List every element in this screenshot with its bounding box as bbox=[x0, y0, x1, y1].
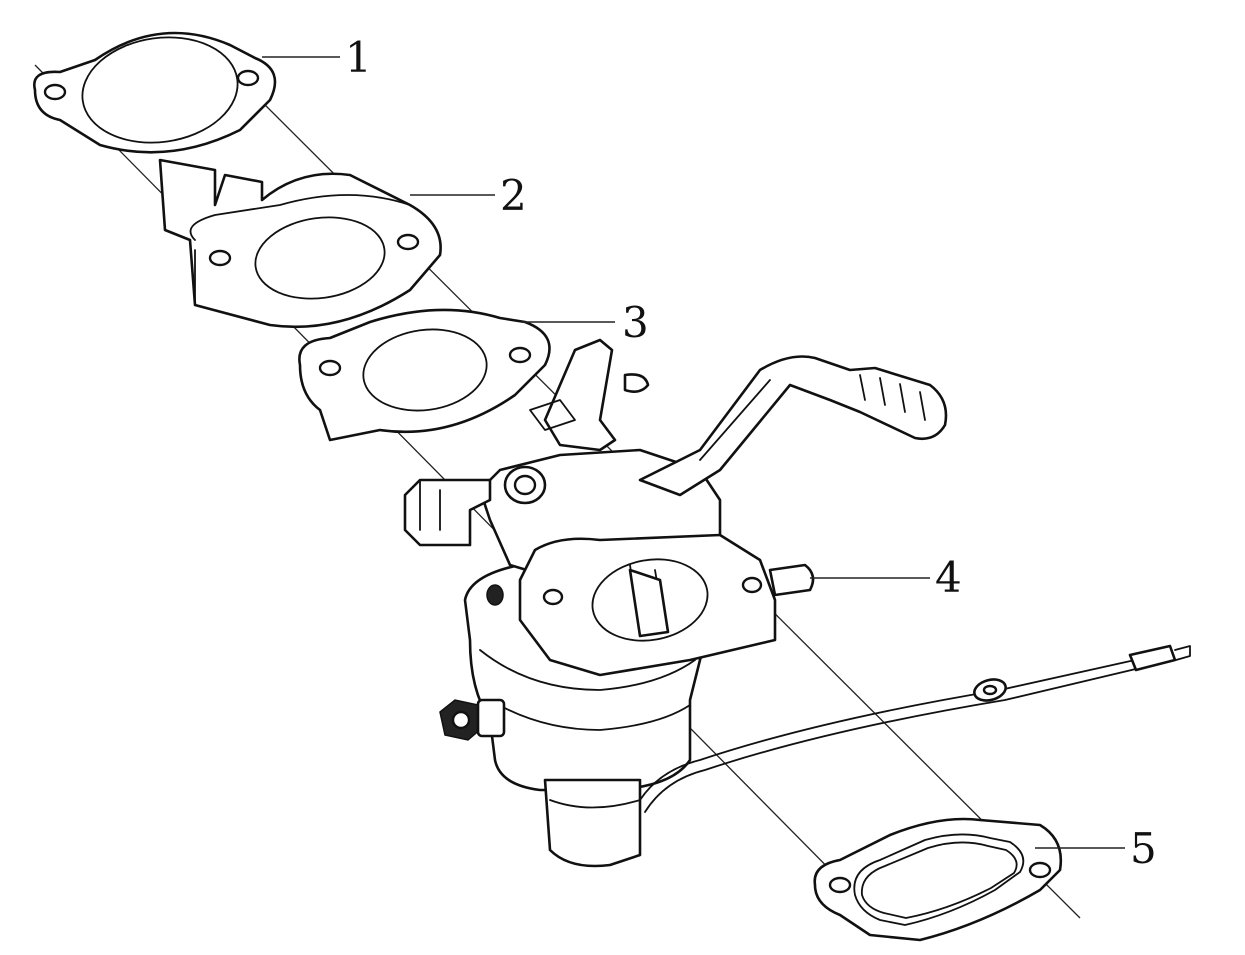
part-1-gasket bbox=[33, 31, 277, 154]
callout-1: 1 bbox=[345, 33, 372, 82]
callout-5: 5 bbox=[1130, 824, 1157, 873]
part-2-spacer bbox=[158, 158, 442, 329]
callout-3: 3 bbox=[622, 298, 649, 347]
leader-lines bbox=[262, 56, 1125, 849]
part-3-gasket bbox=[298, 308, 551, 442]
callout-labels: 1 2 3 4 5 bbox=[345, 33, 1157, 873]
part-4-carburetor bbox=[403, 338, 948, 868]
callout-4: 4 bbox=[935, 553, 962, 602]
wire-harness bbox=[639, 644, 1191, 813]
part-5-gasket bbox=[813, 817, 1063, 942]
callout-2: 2 bbox=[500, 171, 527, 220]
